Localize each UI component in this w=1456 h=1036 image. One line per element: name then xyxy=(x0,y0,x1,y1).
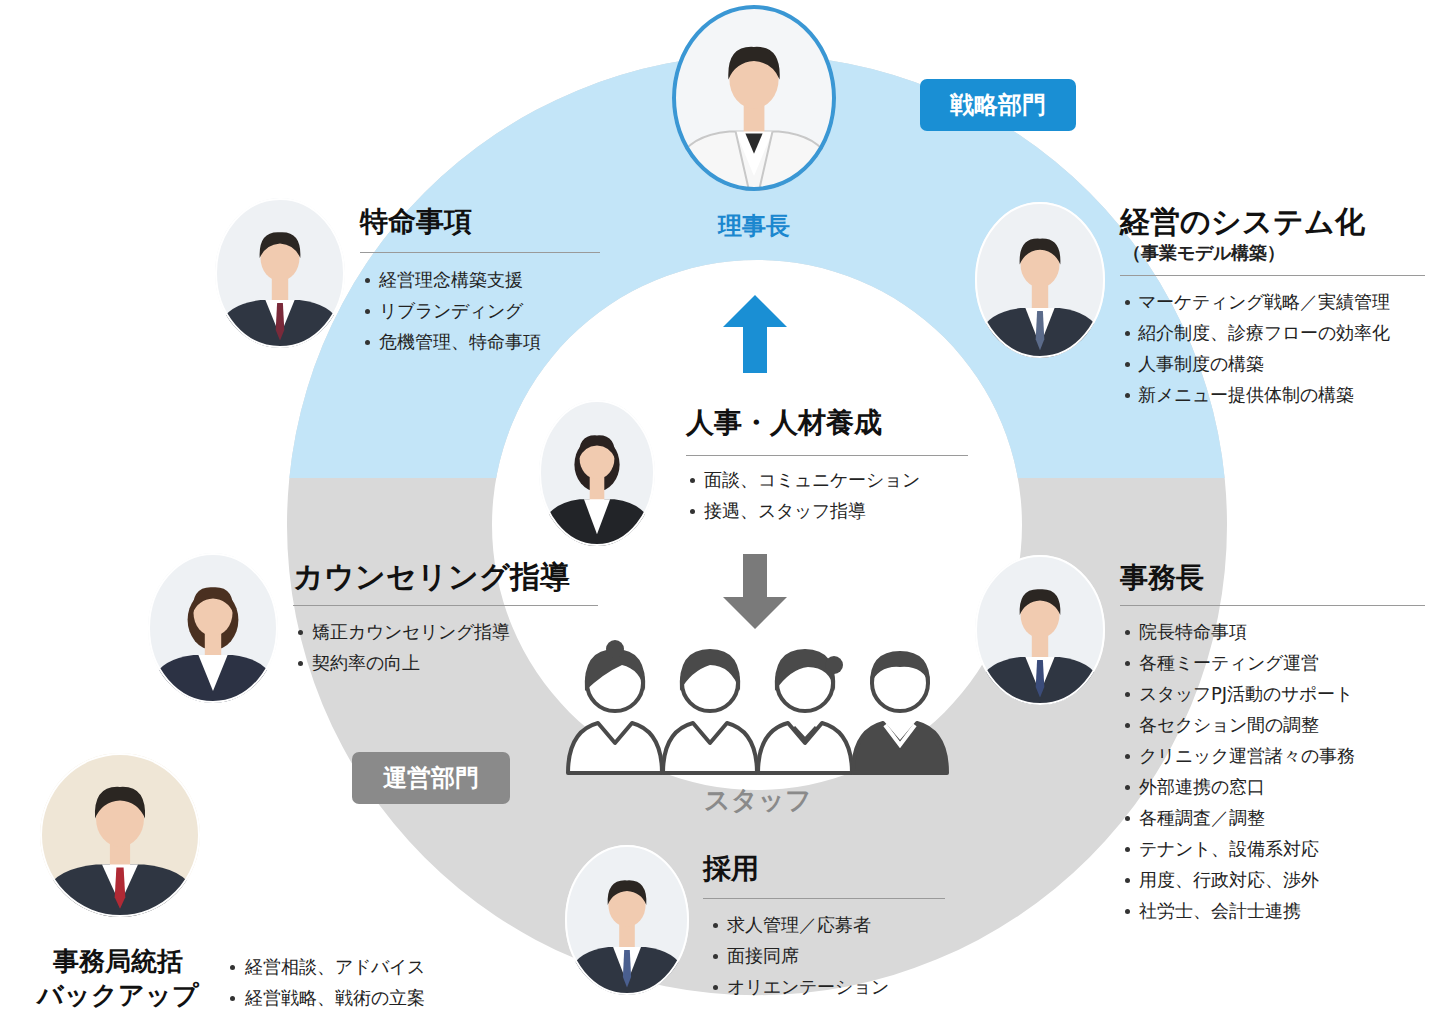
portrait-photo xyxy=(148,553,278,703)
role-card: 採用求人管理／応募者面接同席オリエンテーション xyxy=(563,843,953,1003)
portrait-photo xyxy=(565,845,689,995)
bullet-dot xyxy=(713,954,718,959)
chairman-photo: 理事長 xyxy=(668,2,844,245)
staff-icons xyxy=(560,635,955,780)
bullet-item: 危機管理、特命事項 xyxy=(379,330,541,354)
bullet-item: 新メニュー提供体制の構築 xyxy=(1138,383,1354,407)
portrait-photo xyxy=(672,5,836,191)
staff-figure xyxy=(758,649,852,773)
portrait-photo xyxy=(975,555,1105,705)
bullet-item: 外部連携の窓口 xyxy=(1139,775,1265,799)
heading-rule xyxy=(360,252,600,253)
bullet-dot xyxy=(365,309,370,314)
heading-rule xyxy=(1120,275,1425,276)
heading-rule xyxy=(293,605,598,606)
bullet-item: 社労士、会計士連携 xyxy=(1139,899,1301,923)
portrait-photo xyxy=(215,198,345,348)
bullet-dot xyxy=(230,996,235,1001)
bullet-item: 経営戦略、戦術の立案 xyxy=(245,986,425,1010)
bullet-dot xyxy=(1125,785,1130,790)
block-arrow xyxy=(723,295,787,373)
bullet-dot xyxy=(365,340,370,345)
portrait-photo xyxy=(975,202,1105,358)
badge-label: 戦略部門 xyxy=(950,91,1046,120)
bullet-item: 人事制度の構築 xyxy=(1138,352,1264,376)
staff-group: スタッフ xyxy=(560,635,959,825)
role-card: 事務長院長特命事項各種ミーティング運営スタッフPJ活動のサポート各セクション間の… xyxy=(973,553,1433,927)
operations-badge: 運営部門 xyxy=(352,752,510,804)
staff-figure xyxy=(568,640,662,773)
bullet-dot xyxy=(690,478,695,483)
role-heading: 特命事項 xyxy=(360,204,472,239)
role-card: 人事・人材養成面談、コミュニケーション接遇、スタッフ指導 xyxy=(538,398,970,550)
portrait-photo xyxy=(539,400,655,546)
role-heading: 事務局統括 バックアップ xyxy=(28,945,208,1013)
role-heading: 事務長 xyxy=(1120,560,1204,595)
block-arrow xyxy=(723,554,787,629)
bullet-dot xyxy=(365,278,370,283)
bullet-dot xyxy=(1125,331,1130,336)
bullet-item: オリエンテーション xyxy=(727,975,889,999)
role-subheading: （事業モデル構築） xyxy=(1123,242,1285,265)
heading-rule xyxy=(686,455,968,456)
strategy-band xyxy=(287,55,1227,478)
bullet-item: 用度、行政対応、渉外 xyxy=(1139,868,1319,892)
bullet-dot xyxy=(1125,692,1130,697)
bullet-dot xyxy=(1125,754,1130,759)
bullet-dot xyxy=(1125,816,1130,821)
bullet-item: 求人管理／応募者 xyxy=(727,913,871,937)
role-heading: カウンセリング指導 xyxy=(293,558,570,596)
bullet-item: 面接同席 xyxy=(727,944,799,968)
bullet-dot xyxy=(1125,661,1130,666)
bullet-item: 院長特命事項 xyxy=(1139,620,1247,644)
bullet-dot xyxy=(298,630,303,635)
role-heading: 経営のシステム化 xyxy=(1120,203,1365,241)
bullet-item: マーケティング戦略／実績管理 xyxy=(1138,290,1390,314)
bullet-item: 各セクション間の調整 xyxy=(1139,713,1319,737)
operations-band xyxy=(287,55,1227,995)
bullet-dot xyxy=(230,965,235,970)
bullet-item: スタッフPJ活動のサポート xyxy=(1139,682,1353,706)
bullet-dot xyxy=(1125,362,1130,367)
badge-label: 運営部門 xyxy=(383,764,479,793)
heading-rule xyxy=(1120,605,1425,606)
bullet-dot xyxy=(1125,847,1130,852)
bullet-item: 経営理念構築支援 xyxy=(379,268,523,292)
strategy-badge: 戦略部門 xyxy=(920,79,1076,131)
bullet-item: リブランディング xyxy=(379,299,523,323)
bullet-item: 経営相談、アドバイス xyxy=(245,955,425,979)
bullet-item: 面談、コミュニケーション xyxy=(704,468,920,492)
bullet-dot xyxy=(298,661,303,666)
bullet-dot xyxy=(713,923,718,928)
bullet-item: 接遇、スタッフ指導 xyxy=(704,499,866,523)
role-label: 理事長 xyxy=(668,212,840,241)
bullet-dot xyxy=(713,985,718,990)
bullet-dot xyxy=(1125,300,1130,305)
bullet-item: クリニック運営諸々の事務 xyxy=(1139,744,1355,768)
bullet-dot xyxy=(1125,393,1130,398)
bullet-item: 矯正カウンセリング指導 xyxy=(312,620,510,644)
bullet-item: テナント、設備系対応 xyxy=(1139,837,1319,861)
bullet-dot xyxy=(1125,630,1130,635)
bullet-item: 各種ミーティング運営 xyxy=(1139,651,1319,675)
staff-figure xyxy=(663,649,757,773)
bullet-dot xyxy=(1125,878,1130,883)
bullet-dot xyxy=(690,509,695,514)
bullet-item: 契約率の向上 xyxy=(312,651,420,675)
bullet-dot xyxy=(1125,909,1130,914)
role-card: 経営のシステム化（事業モデル構築） マーケティング戦略／実績管理紹介制度、診療フロ… xyxy=(973,198,1433,413)
heading-rule xyxy=(703,898,945,899)
role-card: カウンセリング指導矯正カウンセリング指導契約率の向上 xyxy=(146,551,601,706)
bullet-dot xyxy=(1125,723,1130,728)
staff-figure xyxy=(853,651,947,773)
role-heading: 人事・人材養成 xyxy=(686,405,882,440)
bullet-item: 紹介制度、診療フローの効率化 xyxy=(1138,321,1390,345)
role-heading: 採用 xyxy=(703,851,759,886)
portrait-photo xyxy=(40,753,200,917)
group-label: スタッフ xyxy=(560,785,955,816)
bullet-item: 各種調査／調整 xyxy=(1139,806,1265,830)
role-card: 特命事項経営理念構築支援リブランディング危機管理、特命事項 xyxy=(213,196,613,358)
